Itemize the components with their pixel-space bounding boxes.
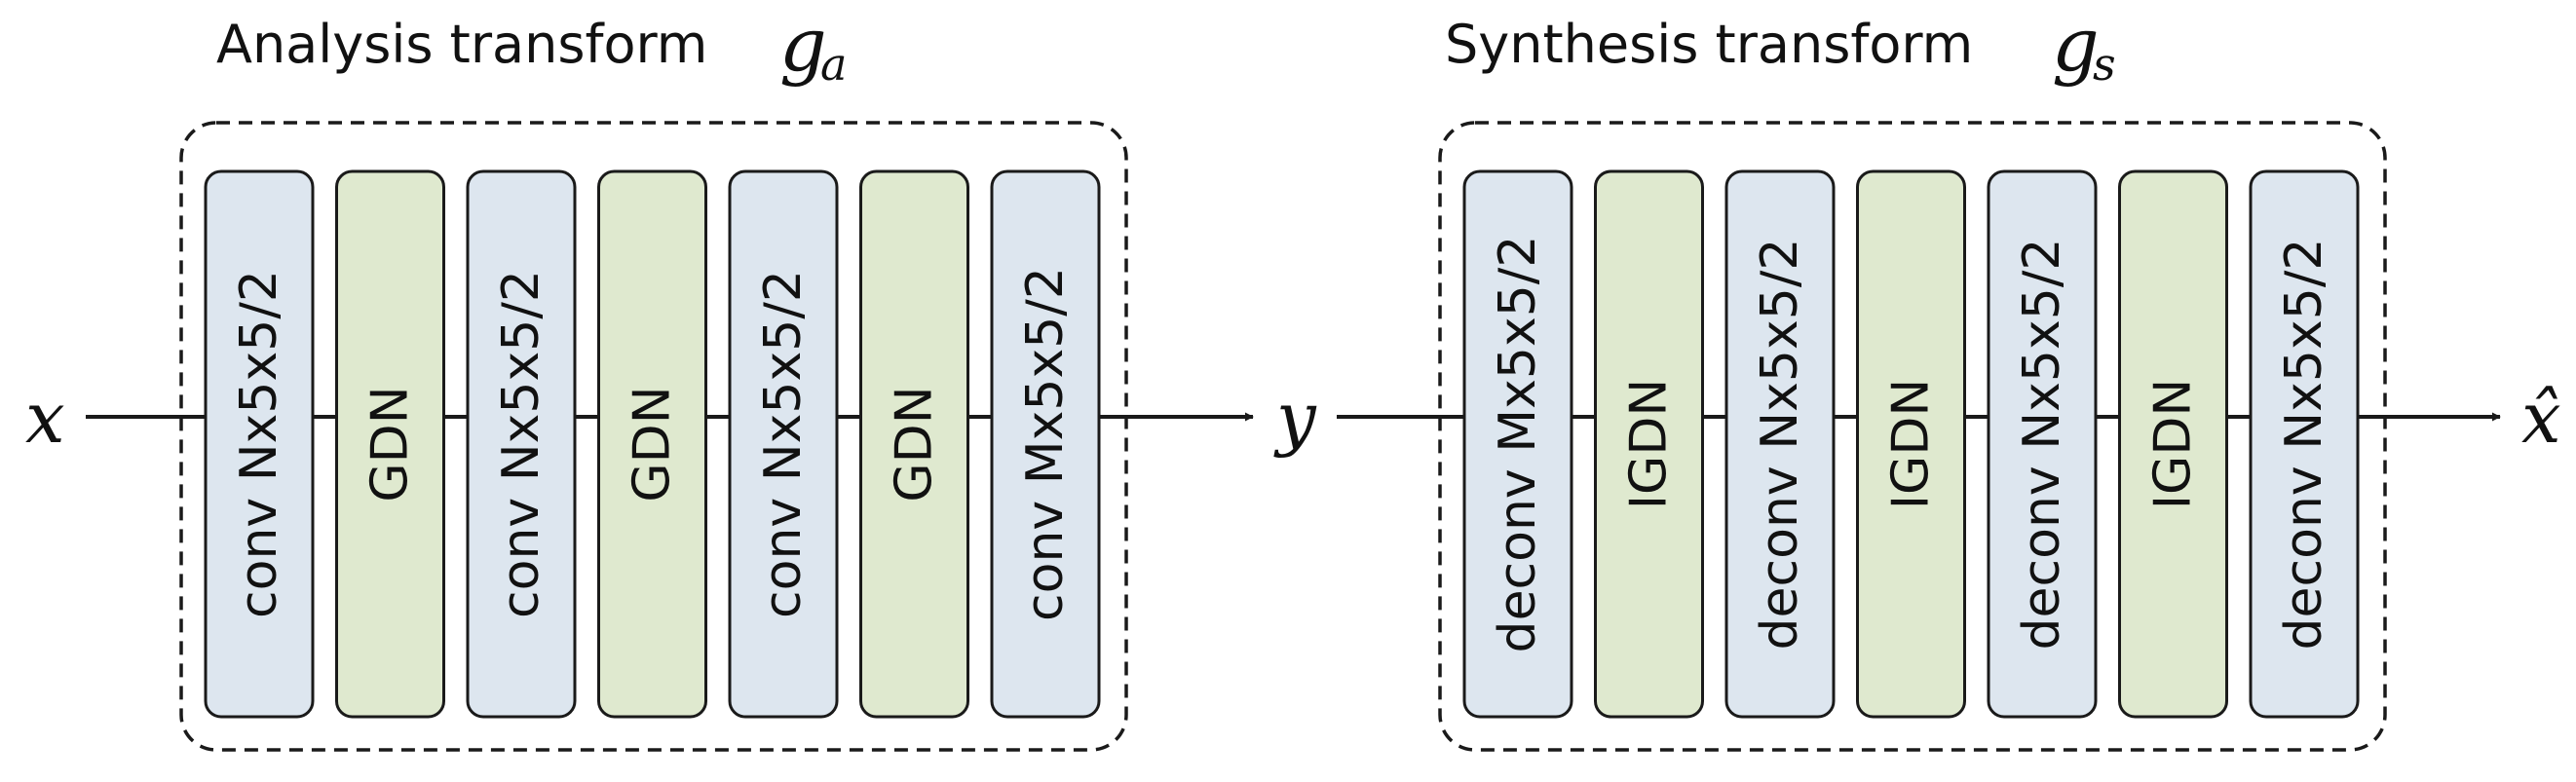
analysis-block-7-label: conv Mx5x5/2 — [1016, 267, 1075, 621]
analysis-block-4 — [597, 169, 707, 719]
synthesis-block-4-label: IGDN — [1882, 379, 1941, 510]
synthesis-block-2-label: IGDN — [1620, 379, 1679, 510]
synthesis-block-7 — [2249, 169, 2360, 719]
synthesis-block-6-label: IGDN — [2144, 379, 2203, 510]
analysis-block-2-label: GDN — [361, 386, 420, 502]
latent-signal-label: y — [1273, 377, 1317, 459]
analysis-block-1-label: conv Nx5x5/2 — [230, 270, 288, 618]
synthesis-block-7-label: deconv Nx5x5/2 — [2275, 239, 2333, 651]
synthesis-block-2 — [1594, 169, 1704, 719]
analysis-block-3-label: conv Nx5x5/2 — [492, 270, 550, 618]
synthesis-block-3-label: deconv Nx5x5/2 — [1751, 239, 1809, 651]
analysis-symbol: g — [779, 1, 827, 88]
synthesis-block-6 — [2118, 169, 2228, 719]
synthesis-block-1 — [1462, 169, 1573, 719]
synthesis-symbol: g — [2052, 1, 2100, 88]
analysis-block-4-label: GDN — [624, 386, 682, 502]
analysis-transform-box — [179, 121, 1128, 752]
analysis-block-2 — [335, 169, 445, 719]
synthesis-block-1-label: deconv Mx5x5/2 — [1489, 236, 1547, 653]
analysis-block-3 — [466, 169, 577, 719]
synthesis-title: Synthesis transform — [1445, 14, 1973, 75]
analysis-block-1 — [204, 169, 315, 719]
synthesis-blocks: deconv Mx5x5/2 IGDN deconv Nx5x5/2 IGDN deco… — [1462, 169, 2360, 719]
synthesis-block-5 — [1987, 169, 2098, 719]
input-signal-label: x — [25, 377, 65, 459]
analysis-blocks: conv Nx5x5/2 GDN conv Nx5x5/2 GDN conv Nx5x5… — [204, 169, 1101, 719]
analysis-symbol-subscript: a — [820, 38, 847, 91]
synthesis-block-5-label: deconv Nx5x5/2 — [2013, 239, 2071, 651]
analysis-block-6-label: GDN — [886, 386, 944, 502]
analysis-title: Analysis transform — [216, 14, 707, 75]
output-signal-label: x̂ — [2521, 377, 2561, 459]
synthesis-transform-box — [1438, 121, 2387, 752]
analysis-block-5-label: conv Nx5x5/2 — [754, 270, 813, 618]
analysis-block-5 — [728, 169, 839, 719]
synthesis-symbol-subscript: s — [2093, 38, 2116, 91]
analysis-block-7 — [990, 169, 1101, 719]
synthesis-block-3 — [1724, 169, 1836, 719]
synthesis-block-4 — [1856, 169, 1966, 719]
analysis-block-6 — [859, 169, 969, 719]
